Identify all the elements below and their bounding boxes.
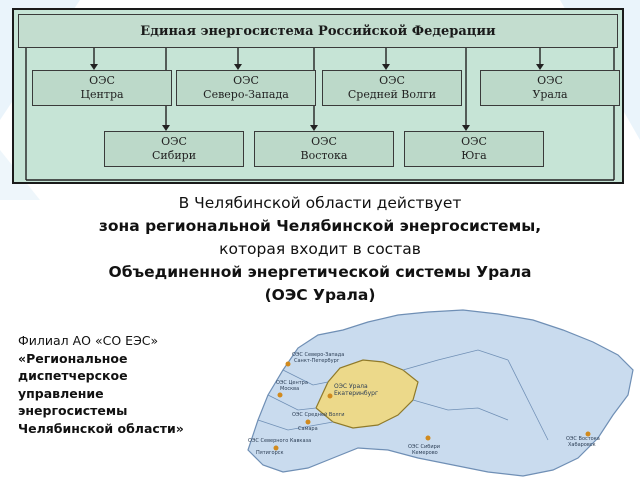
- node-name: Урала: [532, 88, 568, 101]
- node-name: Центра: [80, 88, 124, 101]
- branch-name-line: Челябинской области»: [18, 420, 184, 436]
- map-label-siberia: ОЭС Сибири: [408, 444, 440, 450]
- branch-name-line: диспетчерское: [18, 368, 128, 383]
- node-name: Северо-Запада: [203, 88, 289, 101]
- branch-name-line: управление: [18, 385, 104, 401]
- node-oes-center: ОЭС Центра: [32, 70, 172, 106]
- map-label-ural: ОЭС Урала: [334, 383, 368, 390]
- node-oes-south: ОЭС Юга: [404, 131, 544, 167]
- connector-lines: [25, 48, 615, 181]
- map-label-ural-city: Екатеринбург: [334, 390, 378, 397]
- node-oes-middle-volga: ОЭС Средней Волги: [322, 70, 462, 106]
- headline-text: В Челябинской области действует зона рег…: [0, 192, 640, 307]
- map-city-dot: [585, 431, 591, 437]
- node-name: Средней Волги: [347, 88, 437, 101]
- node-oes-ural: ОЭС Урала: [480, 70, 620, 106]
- node-label: ОЭС: [161, 135, 187, 148]
- node-name: Юга: [461, 149, 487, 162]
- diagram-title: Единая энергосистема Российской Федераци…: [18, 14, 618, 48]
- branch-text: Филиал АО «СО ЕЭС» «Региональное диспетч…: [18, 332, 243, 437]
- map-label-nw: ОЭС Северо-Запада: [292, 352, 344, 358]
- node-oes-east: ОЭС Востока: [254, 131, 394, 167]
- org-diagram: Единая энергосистема Российской Федераци…: [12, 8, 624, 184]
- map-label-volga-city: Самара: [298, 426, 318, 432]
- node-label: ОЭС: [233, 74, 259, 87]
- branch-name-line: «Региональное: [18, 350, 128, 366]
- map-label-south: ОЭС Северного Кавказа: [248, 438, 311, 444]
- map-city-dot: [273, 445, 279, 451]
- map-label-volga: ОЭС Средней Волги: [292, 411, 344, 418]
- headline-line-bold: (ОЭС Урала): [264, 286, 376, 304]
- branch-org: Филиал АО «СО ЕЭС»: [18, 333, 159, 348]
- map-label-siberia-city: Кемерово: [412, 450, 438, 456]
- node-oes-siberia: ОЭС Сибири: [104, 131, 244, 167]
- branch-name-line: энергосистемы: [18, 403, 128, 418]
- headline-line: которая входит в состав: [219, 240, 421, 258]
- node-name: Востока: [300, 149, 348, 162]
- russia-energy-map: ОЭС Северо-Запада Санкт-Петербург ОЭС Це…: [247, 309, 634, 477]
- node-label: ОЭС: [537, 74, 563, 87]
- map-city-dot: [305, 419, 311, 425]
- map-label-east: ОЭС Востока: [566, 436, 600, 442]
- map-label-south-city: Пятигорск: [256, 450, 284, 456]
- map-region-ural: [315, 359, 419, 429]
- headline-line: В Челябинской области действует: [178, 194, 462, 212]
- headline-line-bold: зона региональной Челябинской энергосист…: [98, 217, 542, 235]
- map-city-dot: [285, 361, 291, 367]
- map-city-dot: [327, 393, 333, 399]
- map-label-center-city: Москва: [280, 386, 299, 392]
- map-label-east-city: Хабаровск: [568, 442, 596, 448]
- map-label-nw-city: Санкт-Петербург: [294, 358, 340, 364]
- node-label: ОЭС: [461, 135, 487, 148]
- map-land: [247, 309, 634, 477]
- node-label: ОЭС: [311, 135, 337, 148]
- map-city-dot: [425, 435, 431, 441]
- node-oes-northwest: ОЭС Северо-Запада: [176, 70, 316, 106]
- headline-line-bold: Объединенной энергетической системы Урал…: [108, 263, 532, 281]
- node-label: ОЭС: [379, 74, 405, 87]
- map-label-center: ОЭС Центра: [276, 380, 308, 386]
- node-name: Сибири: [151, 149, 197, 162]
- map-city-dot: [277, 392, 283, 398]
- node-label: ОЭС: [89, 74, 115, 87]
